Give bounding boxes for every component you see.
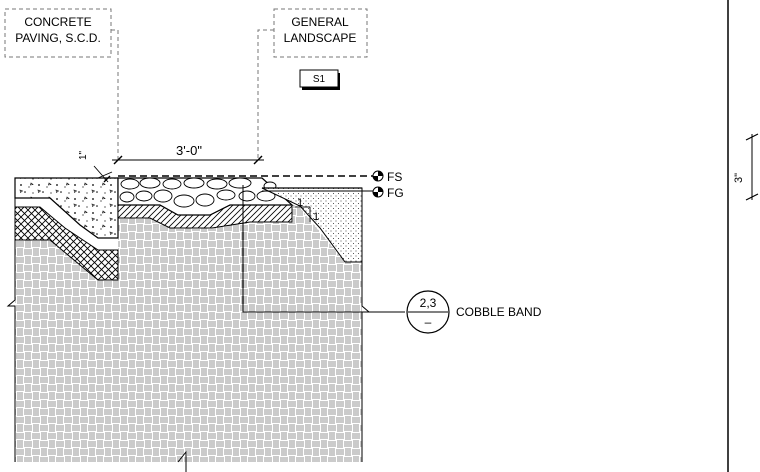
paving-base-course (14, 206, 119, 281)
detail-title: COBBLE BAND (456, 305, 542, 319)
fg-label: FG (387, 186, 404, 200)
landscape-callout-line2: LANDSCAPE (284, 31, 357, 45)
slope-run-label: 1 (313, 211, 319, 223)
detail-leader-line (242, 185, 405, 313)
subgrade-soil (6, 185, 371, 472)
concrete-callout-line2: PAVING, S.C.D. (15, 31, 101, 45)
width-dimension-label: 3'-0" (176, 143, 202, 158)
concrete-callout-line1: CONCRETE (24, 15, 91, 29)
fs-label: FS (387, 170, 402, 184)
detail-ref-top: 2,3 (420, 296, 437, 310)
s1-tag-label: S1 (313, 74, 326, 85)
fs-level-marker: FS (372, 170, 402, 184)
landscape-callout-line1: GENERAL (291, 15, 349, 29)
concrete-paving-callout: CONCRETE PAVING, S.C.D. (4, 8, 119, 160)
cobble-band-stones (117, 177, 294, 216)
small-dimension-label: 1" (78, 150, 89, 160)
slope-rise-label: 1 (297, 197, 303, 209)
detail-ref-bottom: – (425, 315, 432, 329)
slope-indicator: 1 1 (295, 197, 319, 223)
right-dimension: 3" (733, 133, 759, 201)
landscape-planting-soil (261, 187, 363, 263)
general-landscape-callout: GENERAL LANDSCAPE (257, 8, 368, 160)
s1-tag: S1 (299, 69, 340, 90)
right-dimension-label: 3" (733, 173, 745, 183)
fg-level-marker: FG (372, 186, 404, 200)
detail-reference-bubble: 2,3 – (406, 290, 450, 334)
width-dimension: 3'-0" (112, 143, 264, 165)
small-dimension: 1" (78, 150, 113, 183)
